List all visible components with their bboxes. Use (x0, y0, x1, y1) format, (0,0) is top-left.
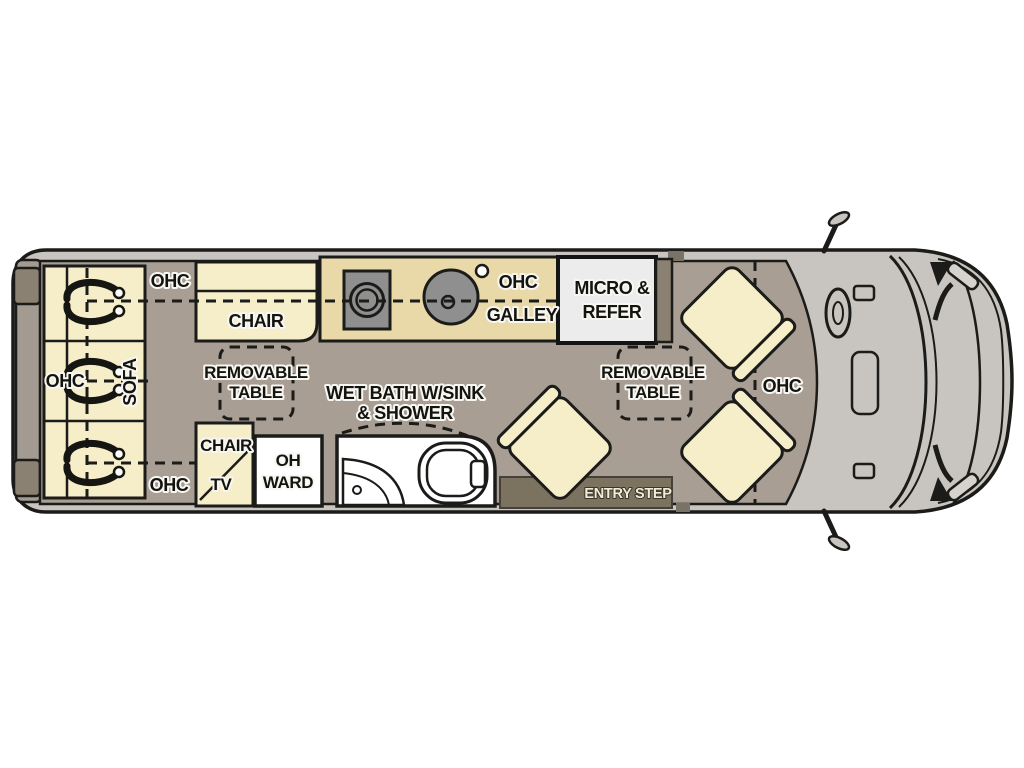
dash-vent (852, 284, 876, 302)
wiper-icon (932, 282, 954, 321)
removable-table-left (218, 345, 295, 421)
removable-table-right (616, 345, 693, 421)
galley-counter (318, 255, 562, 343)
label-micro-1: MICRO & (574, 278, 650, 298)
steering-wheel-icon (824, 287, 852, 339)
micro-refer-cabinet (556, 255, 674, 345)
cab (821, 210, 1005, 552)
dash-vent (852, 462, 876, 480)
wiper-icon (932, 444, 954, 483)
faucet-icon (474, 263, 490, 279)
label-removable-left-2: TABLE (229, 383, 282, 402)
windshield-line-inner (898, 256, 938, 508)
entry-step (499, 476, 673, 509)
label-entry-step: ENTRY STEP (584, 486, 672, 502)
label-wetbath-2: & SHOWER (357, 403, 453, 423)
label-tv: TV (211, 475, 233, 494)
label-removable-left-1: REMOVABLE (204, 363, 308, 382)
label-sofa: SOFA (120, 358, 140, 406)
bumper-seam (937, 258, 1005, 504)
wet-bath (335, 434, 497, 508)
headlight-icon (946, 261, 980, 291)
side-mirror-icon (821, 210, 851, 254)
labels: OHC OHC OHC OHC OHC SOFA CHAIR REMOVABLE… (44, 269, 805, 503)
a-pillar-trim (930, 262, 952, 286)
label-ohc-galley: OHC (499, 272, 538, 292)
center-console (850, 350, 880, 416)
rear-door-hinge-top (12, 266, 42, 306)
label-ohc-bottom: OHC (150, 475, 189, 495)
headlight-icon (946, 472, 980, 502)
cabinet-side-panel (654, 257, 674, 344)
label-ohc-cab: OHC (763, 376, 802, 396)
label-removable-right-2: TABLE (626, 383, 679, 402)
a-pillar-trim (930, 477, 952, 501)
label-micro-2: REFER (582, 302, 641, 322)
b-pillar-bottom (676, 503, 690, 512)
seatbelt-icon (63, 278, 126, 326)
chair-front-seat (194, 260, 319, 343)
label-wetbath-1: WET BATH W/SINK (326, 383, 484, 403)
b-pillar-top (668, 251, 684, 261)
label-ohward-2: WARD (263, 473, 313, 492)
windshield-line-outer (888, 254, 928, 510)
label-chair-front: CHAIR (229, 311, 284, 331)
seatbelt-icon (63, 439, 126, 487)
label-ohc-top: OHC (151, 271, 190, 291)
side-mirror-icon (821, 508, 851, 552)
shower-pan-icon (341, 457, 406, 507)
label-chair-rear: CHAIR (200, 436, 252, 455)
toilet-icon (417, 441, 489, 505)
label-ohc-sofa: OHC (46, 371, 85, 391)
rear-door-hinge-bottom (12, 458, 42, 498)
seatbelt-icons (63, 278, 126, 487)
swivel-chair-passenger (680, 266, 797, 383)
micro-refer-box (556, 255, 658, 345)
entry-step-pad (499, 476, 673, 509)
label-removable-right-1: REMOVABLE (601, 363, 705, 382)
tv-mount-line (199, 446, 253, 501)
swivel-chair-mid (496, 384, 612, 500)
label-ohward-1: OH (276, 451, 301, 470)
swivel-chair-driver (680, 387, 797, 504)
overhead-wardrobe (253, 434, 324, 508)
chair-front-lounge (194, 260, 319, 343)
label-galley: GALLEY (487, 305, 558, 325)
seatbelt-icon (63, 357, 126, 405)
